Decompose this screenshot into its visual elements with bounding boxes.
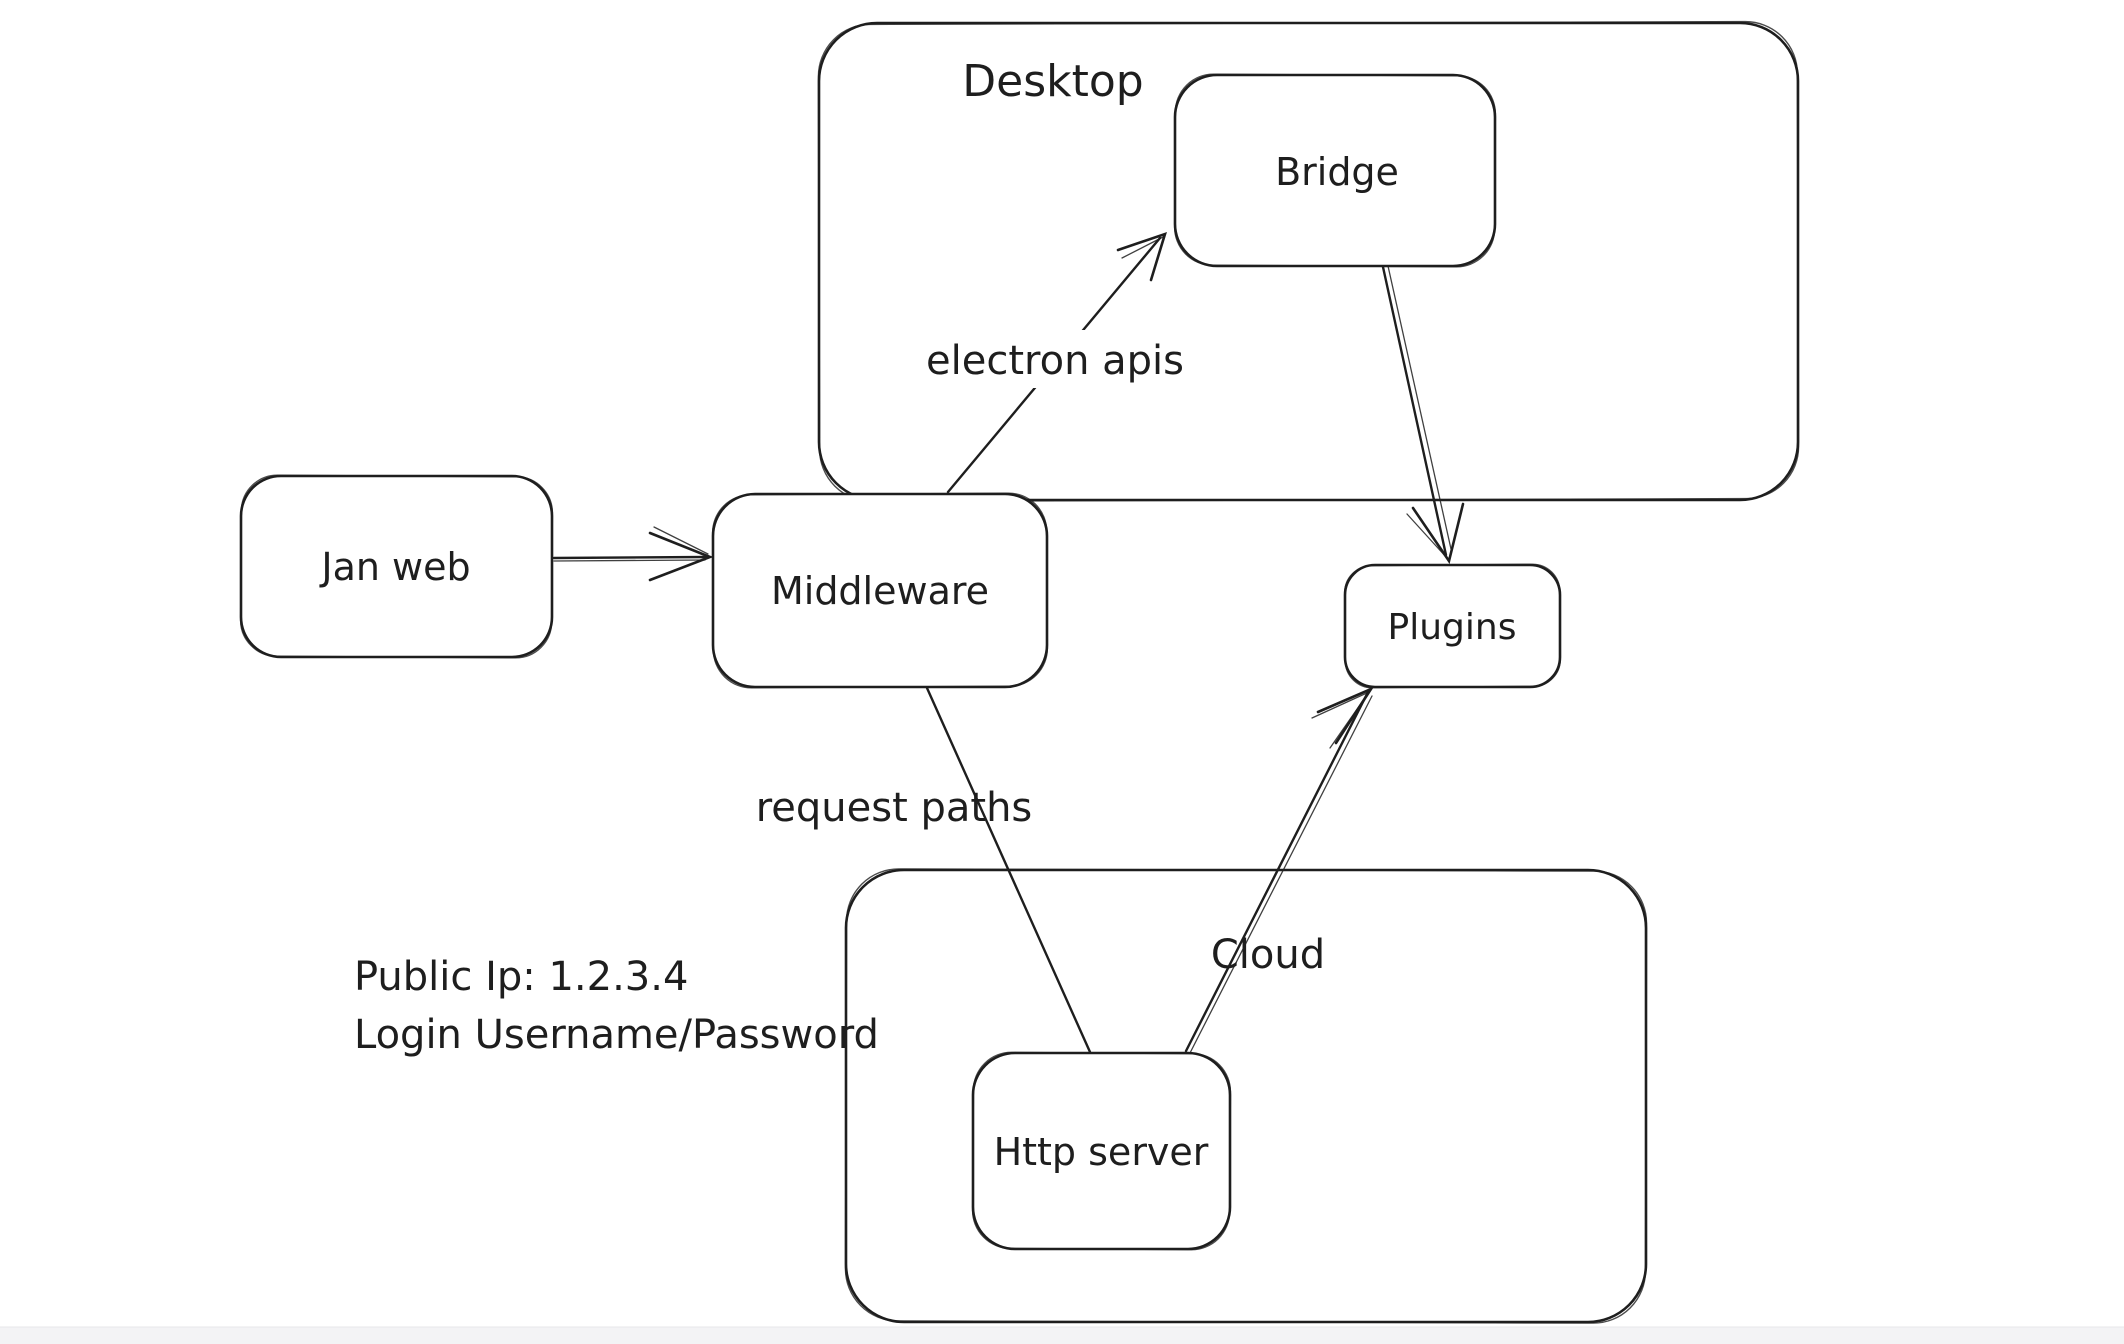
node-middleware[interactable]: Middleware <box>711 492 1049 689</box>
edge-line[interactable] <box>1381 265 1448 557</box>
node-plugins[interactable]: Plugins <box>1343 563 1562 689</box>
edge-jan-web-to-middleware[interactable] <box>552 526 714 582</box>
annotation-public-ip[interactable]: Public Ip: 1.2.3.4 <box>354 954 688 1000</box>
node-jan-web-sketch-stroke <box>239 474 554 659</box>
node-middleware-label[interactable]: Middleware <box>771 569 989 613</box>
edge-label-electron-apis[interactable]: electron apis <box>926 338 1184 384</box>
container-desktop-sketch-stroke <box>817 20 1800 503</box>
arrowhead[interactable] <box>1316 686 1375 745</box>
container-cloud-sketch-stroke <box>844 868 1648 1324</box>
edge-http-server-to-plugins[interactable] <box>1184 686 1375 1054</box>
container-desktop-label[interactable]: Desktop <box>962 56 1143 107</box>
node-plugins-sketch-stroke <box>1344 563 1561 689</box>
arrowhead[interactable] <box>648 531 714 582</box>
node-jan-web[interactable]: Jan web <box>239 474 554 659</box>
edge-middleware-to-bridge[interactable]: electron apis <box>916 231 1194 494</box>
edge-line[interactable] <box>1184 690 1370 1053</box>
node-bridge-sketch-stroke <box>1173 73 1497 268</box>
arrowhead-sketch <box>1406 513 1448 559</box>
edge-line-sketch <box>553 559 706 562</box>
edge-line-sketch <box>1189 695 1373 1054</box>
arrowhead-sketch <box>1311 691 1370 719</box>
arrowhead-sketch <box>1329 691 1370 749</box>
annotation-credentials[interactable]: Public Ip: 1.2.3.4 Login Username/Passwo… <box>354 954 879 1058</box>
container-cloud-label[interactable]: Cloud <box>1211 932 1325 978</box>
node-bridge-label[interactable]: Bridge <box>1275 150 1399 194</box>
annotation-login[interactable]: Login Username/Password <box>354 1012 879 1058</box>
edge-line-sketch <box>1387 265 1452 550</box>
edge-middleware-to-http-server[interactable]: request paths <box>756 686 1092 1054</box>
node-jan-web-label[interactable]: Jan web <box>319 545 470 589</box>
node-http-server-label[interactable]: Http server <box>994 1130 1209 1174</box>
arrowhead-sketch <box>1121 236 1164 259</box>
arrowhead-sketch <box>653 526 709 555</box>
edge-line[interactable] <box>552 555 709 560</box>
edge-label-background <box>916 330 1194 388</box>
viewport-bottom-strip <box>0 1327 2124 1344</box>
node-bridge[interactable]: Bridge <box>1173 73 1497 268</box>
node-http-server-sketch-stroke <box>971 1051 1232 1251</box>
node-middleware-sketch-stroke <box>711 492 1049 689</box>
arrowhead[interactable] <box>1411 502 1465 565</box>
node-http-server[interactable]: Http server <box>971 1051 1232 1251</box>
edge-bridge-to-plugins[interactable] <box>1381 265 1465 565</box>
arrowhead[interactable] <box>1116 231 1167 282</box>
node-plugins-label[interactable]: Plugins <box>1388 607 1517 648</box>
edge-label-request-paths[interactable]: request paths <box>756 785 1033 831</box>
edge-line[interactable] <box>925 686 1092 1054</box>
